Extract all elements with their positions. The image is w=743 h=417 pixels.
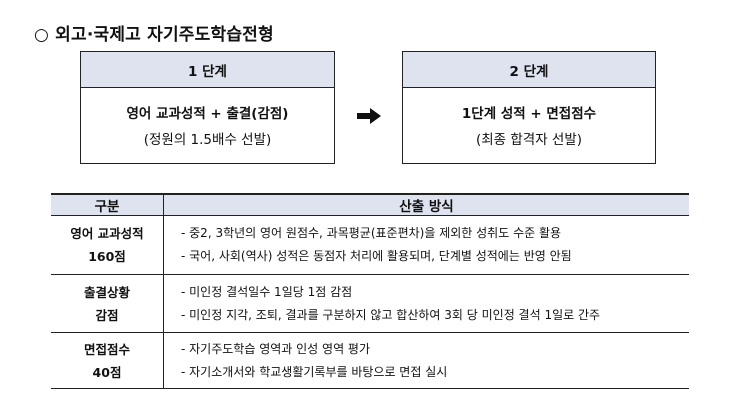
- row-category: 영어 교과성적 160점: [51, 215, 164, 275]
- category-name: 출결상황: [83, 284, 130, 300]
- table-header-row: 구분 산출 방식: [51, 193, 689, 216]
- page-title: ○ 외고·국제고 자기주도학습전형: [34, 25, 274, 45]
- column-header-category: 구분: [51, 193, 164, 216]
- description-line: - 중2, 3학년의 영어 원점수, 과목평균(표준편차)을 제외한 성취도 수…: [181, 226, 562, 240]
- stage-2-note: (최종 합격자 선발): [475, 132, 583, 148]
- category-points: 160점: [88, 249, 126, 264]
- stage-1-header: 1 단계: [81, 52, 334, 88]
- stage-1-criteria: 영어 교과성적 + 출결(감점): [126, 106, 289, 122]
- column-header-method: 산출 방식: [163, 193, 689, 216]
- row-description: - 중2, 3학년의 영어 원점수, 과목평균(표준편차)을 제외한 성취도 수…: [163, 215, 689, 275]
- stage-2-box: 2 단계 1단계 성적 + 면접점수 (최종 합격자 선발): [402, 51, 656, 164]
- row-category: 면접점수 40점: [51, 332, 164, 389]
- description-line: - 미인정 결석일수 1일당 1점 감점: [181, 284, 353, 299]
- table-row: 출결상황 감점 - 미인정 결석일수 1일당 1점 감점 - 미인정 지각, 조…: [51, 274, 689, 333]
- row-description: - 자기주도학습 영역과 인성 영역 평가 - 자기소개서와 학교생활기록부를 …: [163, 332, 689, 389]
- stage-2-header: 2 단계: [403, 52, 655, 88]
- category-name: 면접점수: [83, 341, 130, 357]
- right-arrow-icon: [357, 108, 381, 124]
- stage-1-box: 1 단계 영어 교과성적 + 출결(감점) (정원의 1.5배수 선발): [80, 51, 335, 164]
- category-points: 40점: [92, 364, 122, 380]
- row-category: 출결상황 감점: [51, 274, 164, 333]
- description-line: - 국어, 사회(역사) 성적은 동점자 처리에 활용되며, 단계별 성적에는 …: [181, 249, 572, 263]
- table-row: 면접점수 40점 - 자기주도학습 영역과 인성 영역 평가 - 자기소개서와 …: [51, 332, 689, 389]
- description-line: - 자기소개서와 학교생활기록부를 바탕으로 면접 실시: [181, 364, 448, 379]
- stage-1-body: 영어 교과성적 + 출결(감점) (정원의 1.5배수 선발): [81, 88, 334, 162]
- stage-2-criteria: 1단계 성적 + 면접점수: [461, 106, 597, 122]
- description-line: - 미인정 지각, 조퇴, 결과를 구분하지 않고 합산하여 3회 당 미인정 …: [181, 307, 601, 322]
- description-line: - 자기주도학습 영역과 인성 영역 평가: [181, 341, 371, 356]
- calculation-table: 구분 산출 방식 영어 교과성적 160점 - 중2, 3학년의 영어 원점수,…: [51, 193, 689, 389]
- table-row: 영어 교과성적 160점 - 중2, 3학년의 영어 원점수, 과목평균(표준편…: [51, 215, 689, 275]
- stage-1-note: (정원의 1.5배수 선발): [143, 132, 272, 148]
- category-name: 영어 교과성적: [70, 226, 144, 241]
- stage-2-body: 1단계 성적 + 면접점수 (최종 합격자 선발): [403, 88, 655, 162]
- row-description: - 미인정 결석일수 1일당 1점 감점 - 미인정 지각, 조퇴, 결과를 구…: [163, 274, 689, 333]
- category-points: 감점: [95, 307, 119, 323]
